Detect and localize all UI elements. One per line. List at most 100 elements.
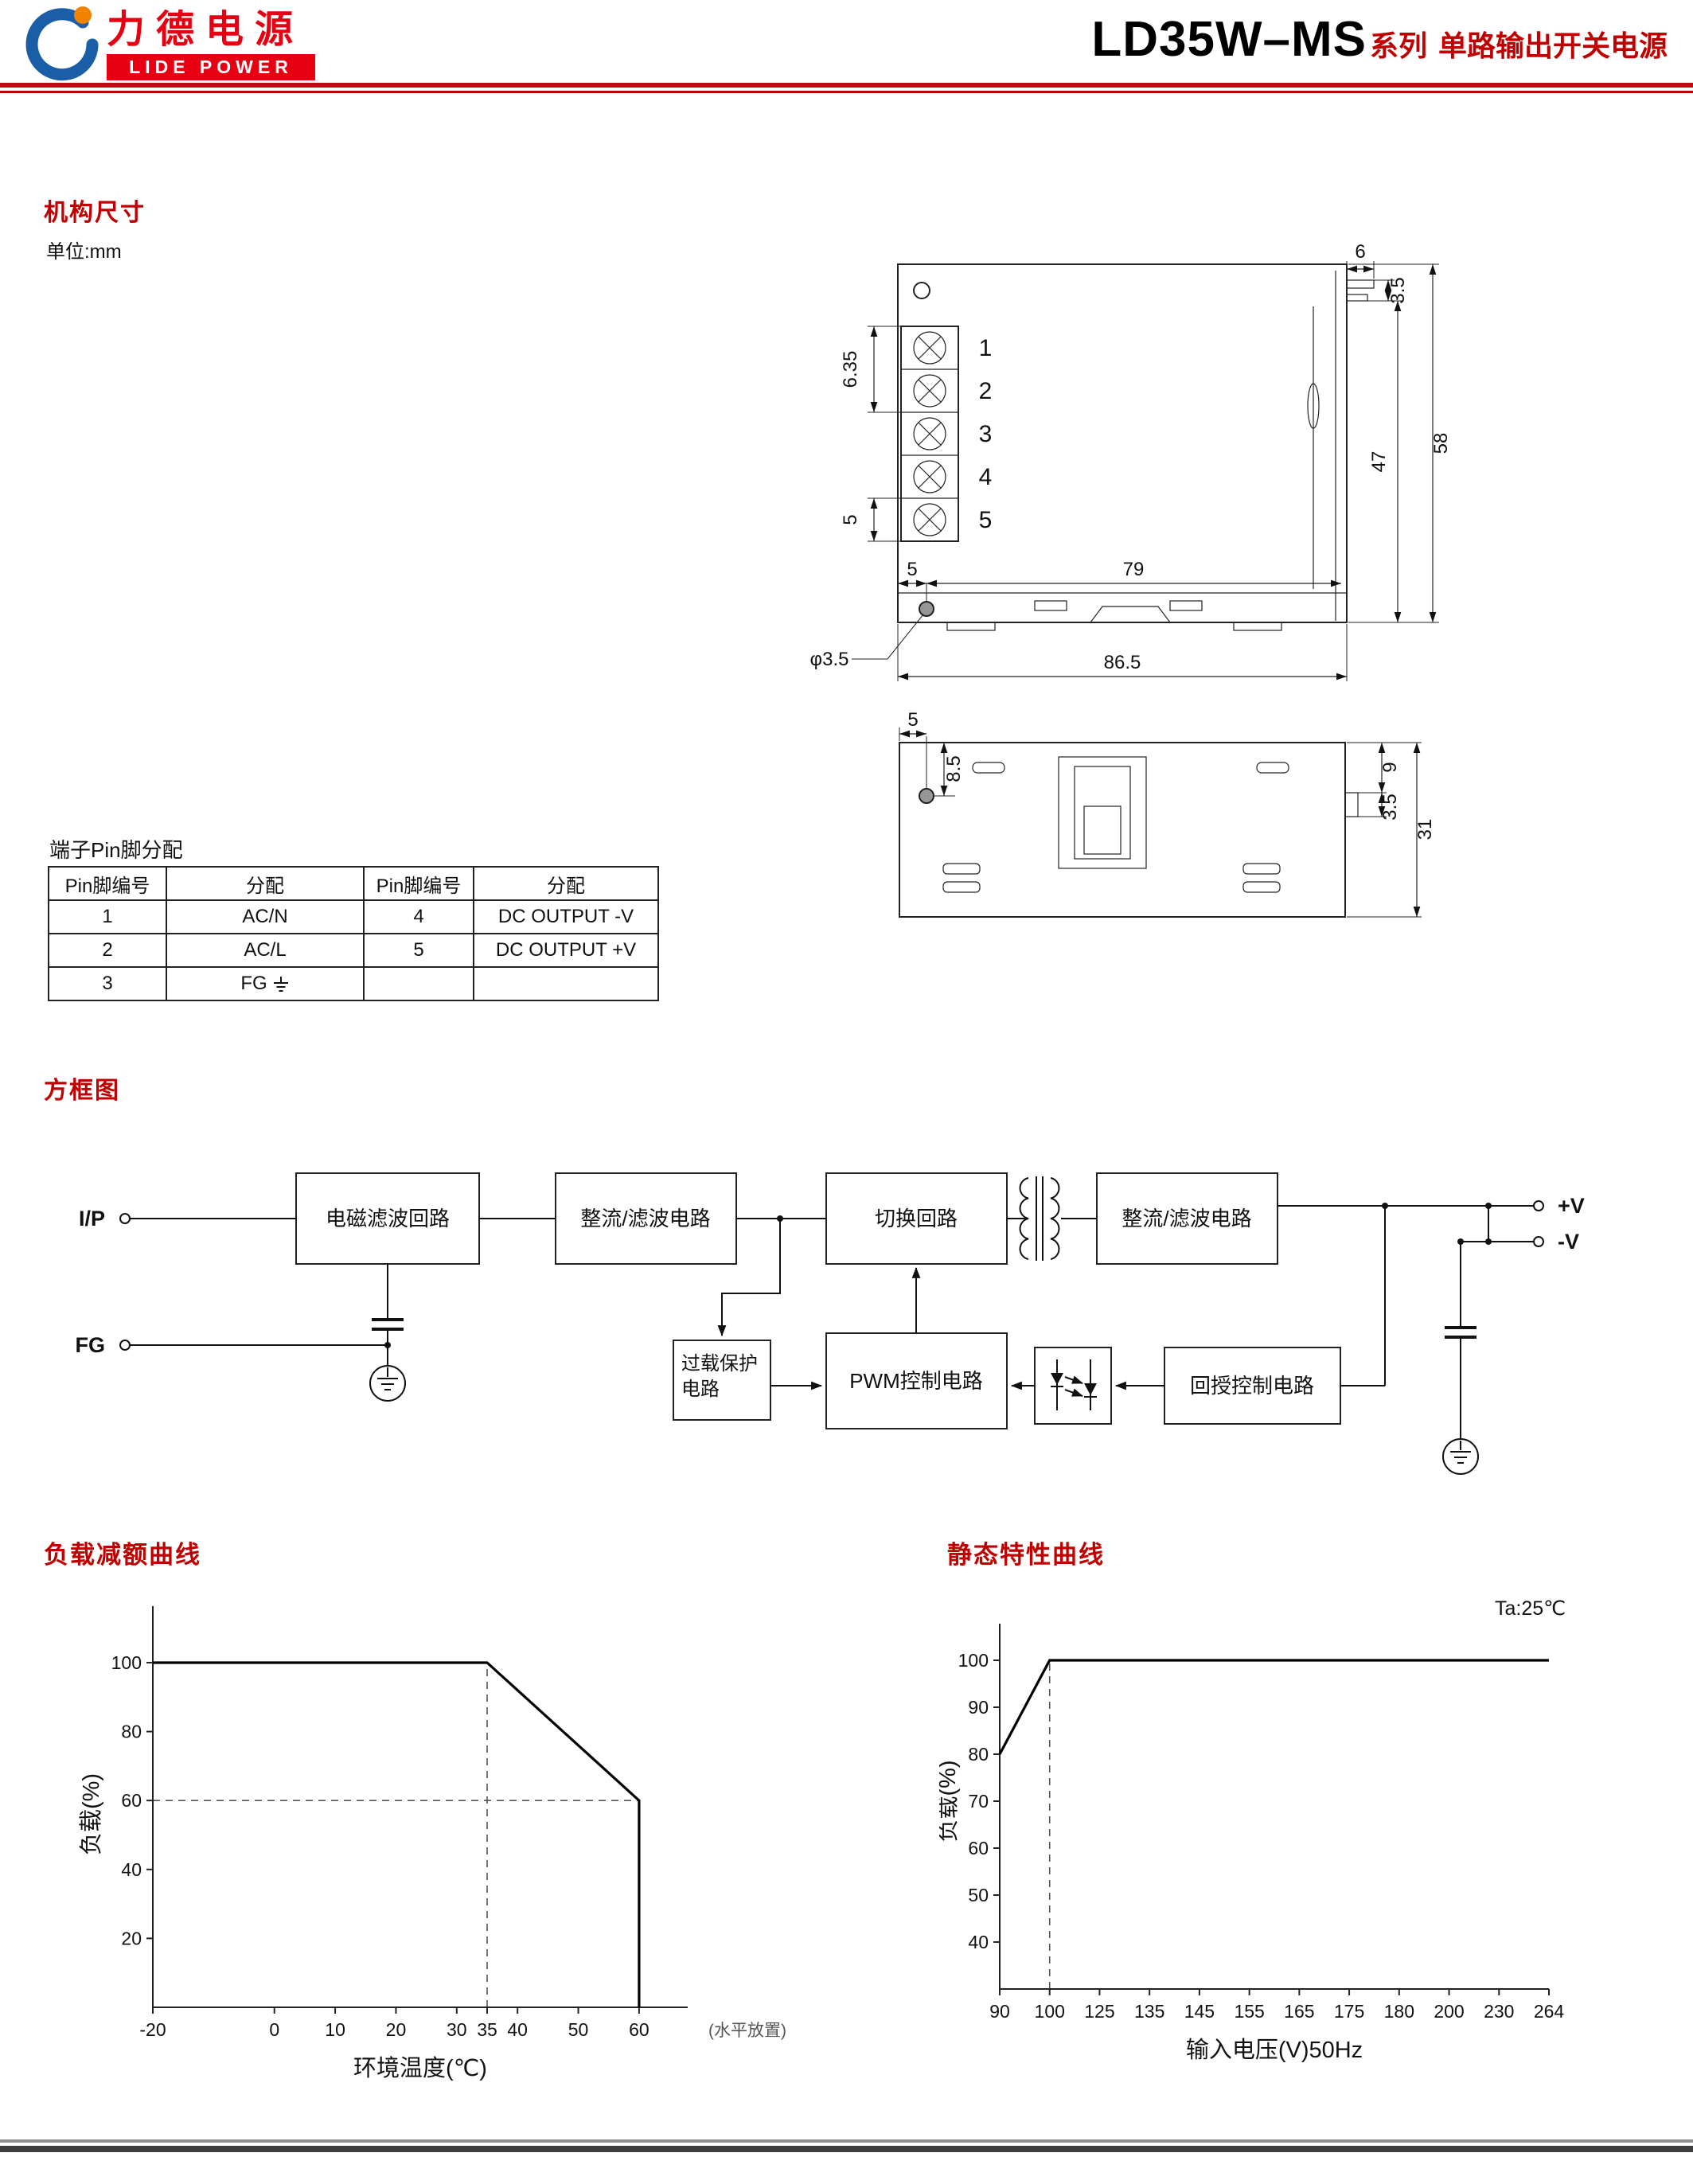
pin-number-5: 5 [979, 507, 993, 533]
pin-cell: AC/L [166, 933, 365, 968]
pin-cell: 2 [48, 933, 167, 968]
svg-text:(水平放置): (水平放置) [708, 2022, 786, 2040]
static-chart-title: 静态特性曲线 [947, 1541, 1105, 1569]
dim-47: 47 [1368, 451, 1390, 473]
dim-6: 6 [1355, 241, 1365, 263]
pin-cell: DC OUTPUT +V [473, 933, 659, 968]
pin-table-title: 端子Pin脚分配 [49, 838, 183, 862]
pin-number-4: 4 [979, 464, 993, 490]
dim-b31: 31 [1414, 819, 1436, 840]
pin-cell: 5 [363, 933, 474, 968]
rectifier1-box [555, 1172, 737, 1265]
pin-header-4: 分配 [473, 866, 659, 901]
vneg-terminal [1533, 1236, 1544, 1247]
svg-text:环境温度(℃): 环境温度(℃) [353, 2055, 487, 2081]
svg-text:40: 40 [968, 1932, 989, 1952]
derating-chart-title: 负载减额曲线 [44, 1541, 201, 1569]
svg-text:30: 30 [447, 2019, 467, 2040]
svg-text:230: 230 [1484, 2001, 1514, 2022]
svg-text:-20: -20 [139, 2019, 166, 2040]
svg-text:40: 40 [121, 1859, 142, 1880]
pin-cell: DC OUTPUT -V [473, 899, 659, 934]
switch-label: 切换回路 [875, 1207, 958, 1230]
logo [21, 5, 100, 87]
bottom-view [899, 742, 1359, 918]
pin-cell: 1 [48, 899, 167, 934]
vneg-label: -V [1558, 1230, 1579, 1254]
diagram-section-heading: 方框图 [44, 1078, 120, 1104]
svg-text:0: 0 [269, 2019, 279, 2040]
pin-number-3: 3 [979, 421, 993, 447]
bottom-dimensions: 5 8.5 9 3.5 31 [899, 709, 1436, 918]
pin-cell: AC/N [166, 899, 365, 934]
input-terminal [119, 1213, 131, 1224]
vpos-label: +V [1558, 1194, 1585, 1218]
dim-86-5: 86.5 [1104, 652, 1141, 673]
fg-capacitor-and-earth [130, 1264, 406, 1402]
overload-protection-box [673, 1340, 771, 1421]
svg-text:35: 35 [477, 2019, 497, 2040]
mech-unit-label: 单位:mm [46, 241, 122, 263]
svg-text:264: 264 [1534, 2001, 1565, 2022]
chart-note-ta: Ta:25℃ [1495, 1597, 1566, 1620]
front-view [897, 263, 1375, 631]
pwm-control-box [825, 1332, 1008, 1429]
logo-company-name-en: LIDE POWER [107, 53, 315, 80]
footer-rule-thin [0, 2139, 1693, 2143]
logo-text-block: 力德电源 LIDE POWER [107, 9, 315, 80]
vpos-terminal [1533, 1200, 1544, 1211]
logo-icon [25, 6, 99, 81]
svg-text:70: 70 [968, 1791, 989, 1812]
pin-cell [473, 966, 659, 1001]
earth-symbol [273, 976, 288, 992]
pin-table-row: 1 AC/N 4 DC OUTPUT -V [48, 899, 659, 934]
optocoupler-box [1034, 1347, 1112, 1425]
series-word: 系列 [1369, 29, 1427, 62]
overload-label-line1: 过载保护 [681, 1353, 758, 1375]
svg-text:60: 60 [121, 1790, 142, 1811]
pin-table-row: 2 AC/L 5 DC OUTPUT +V [48, 933, 659, 968]
header-rule-thick [0, 83, 1693, 88]
svg-text:100: 100 [111, 1652, 142, 1673]
pin-table: Pin脚编号 分配 Pin脚编号 分配 1 AC/N 4 DC OUTPUT -… [48, 866, 659, 1001]
svg-text:20: 20 [121, 1928, 142, 1948]
series-description: 单路输出开关电源 [1437, 29, 1668, 62]
svg-text:135: 135 [1134, 2001, 1164, 2022]
pwm-control-label: PWM控制电路 [849, 1369, 983, 1393]
svg-text:175: 175 [1334, 2001, 1364, 2022]
svg-text:155: 155 [1234, 2001, 1264, 2022]
svg-text:10: 10 [325, 2019, 345, 2040]
svg-text:200: 200 [1434, 2001, 1464, 2022]
pin-table-header-row: Pin脚编号 分配 Pin脚编号 分配 [48, 866, 659, 901]
optocoupler-symbol [1051, 1359, 1097, 1410]
dim-58: 58 [1430, 433, 1452, 454]
page-title: LD35W–MS 系列 单路输出开关电源 [1091, 11, 1668, 68]
dim-phi-3-5: φ3.5 [810, 649, 849, 670]
svg-text:100: 100 [958, 1650, 989, 1671]
svg-text:90: 90 [968, 1697, 989, 1718]
rectifier1-label: 整流/滤波电路 [580, 1207, 710, 1230]
svg-text:输入电压(V)50Hz: 输入电压(V)50Hz [1186, 2037, 1363, 2063]
dim-79: 79 [1123, 559, 1145, 580]
overload-label-line2: 电路 [681, 1379, 720, 1400]
svg-text:负载(%): 负载(%) [939, 1760, 961, 1842]
pin-cell: 4 [363, 899, 474, 934]
mech-section-heading: 机构尺寸 [44, 200, 146, 226]
rectifier2-label: 整流/滤波电路 [1122, 1207, 1251, 1230]
svg-text:负载(%): 负载(%) [78, 1773, 104, 1855]
svg-text:180: 180 [1384, 2001, 1414, 2022]
dim-5-hole: 5 [907, 559, 917, 580]
svg-text:40: 40 [507, 2019, 528, 2040]
pin-header-3: Pin脚编号 [363, 866, 474, 901]
dim-b8-5: 8.5 [943, 755, 965, 782]
block-diagram: I/P FG 电磁滤波回路 整流/滤波电路 切换回路 整流/滤波电路 +V [76, 1172, 1585, 1475]
dim-3-5-top: 3.5 [1387, 277, 1409, 303]
pin-cell: 3 [48, 966, 167, 1001]
dim-5-pitch: 5 [840, 514, 861, 525]
series-model: LD35W–MS [1091, 12, 1367, 67]
pin-header-1: Pin脚编号 [48, 866, 167, 901]
transformer-symbol [1007, 1176, 1097, 1261]
front-dimensions: 6.35 5 5 79 86.5 φ3.5 6 3.5 [810, 241, 1452, 681]
svg-text:145: 145 [1184, 2001, 1215, 2022]
